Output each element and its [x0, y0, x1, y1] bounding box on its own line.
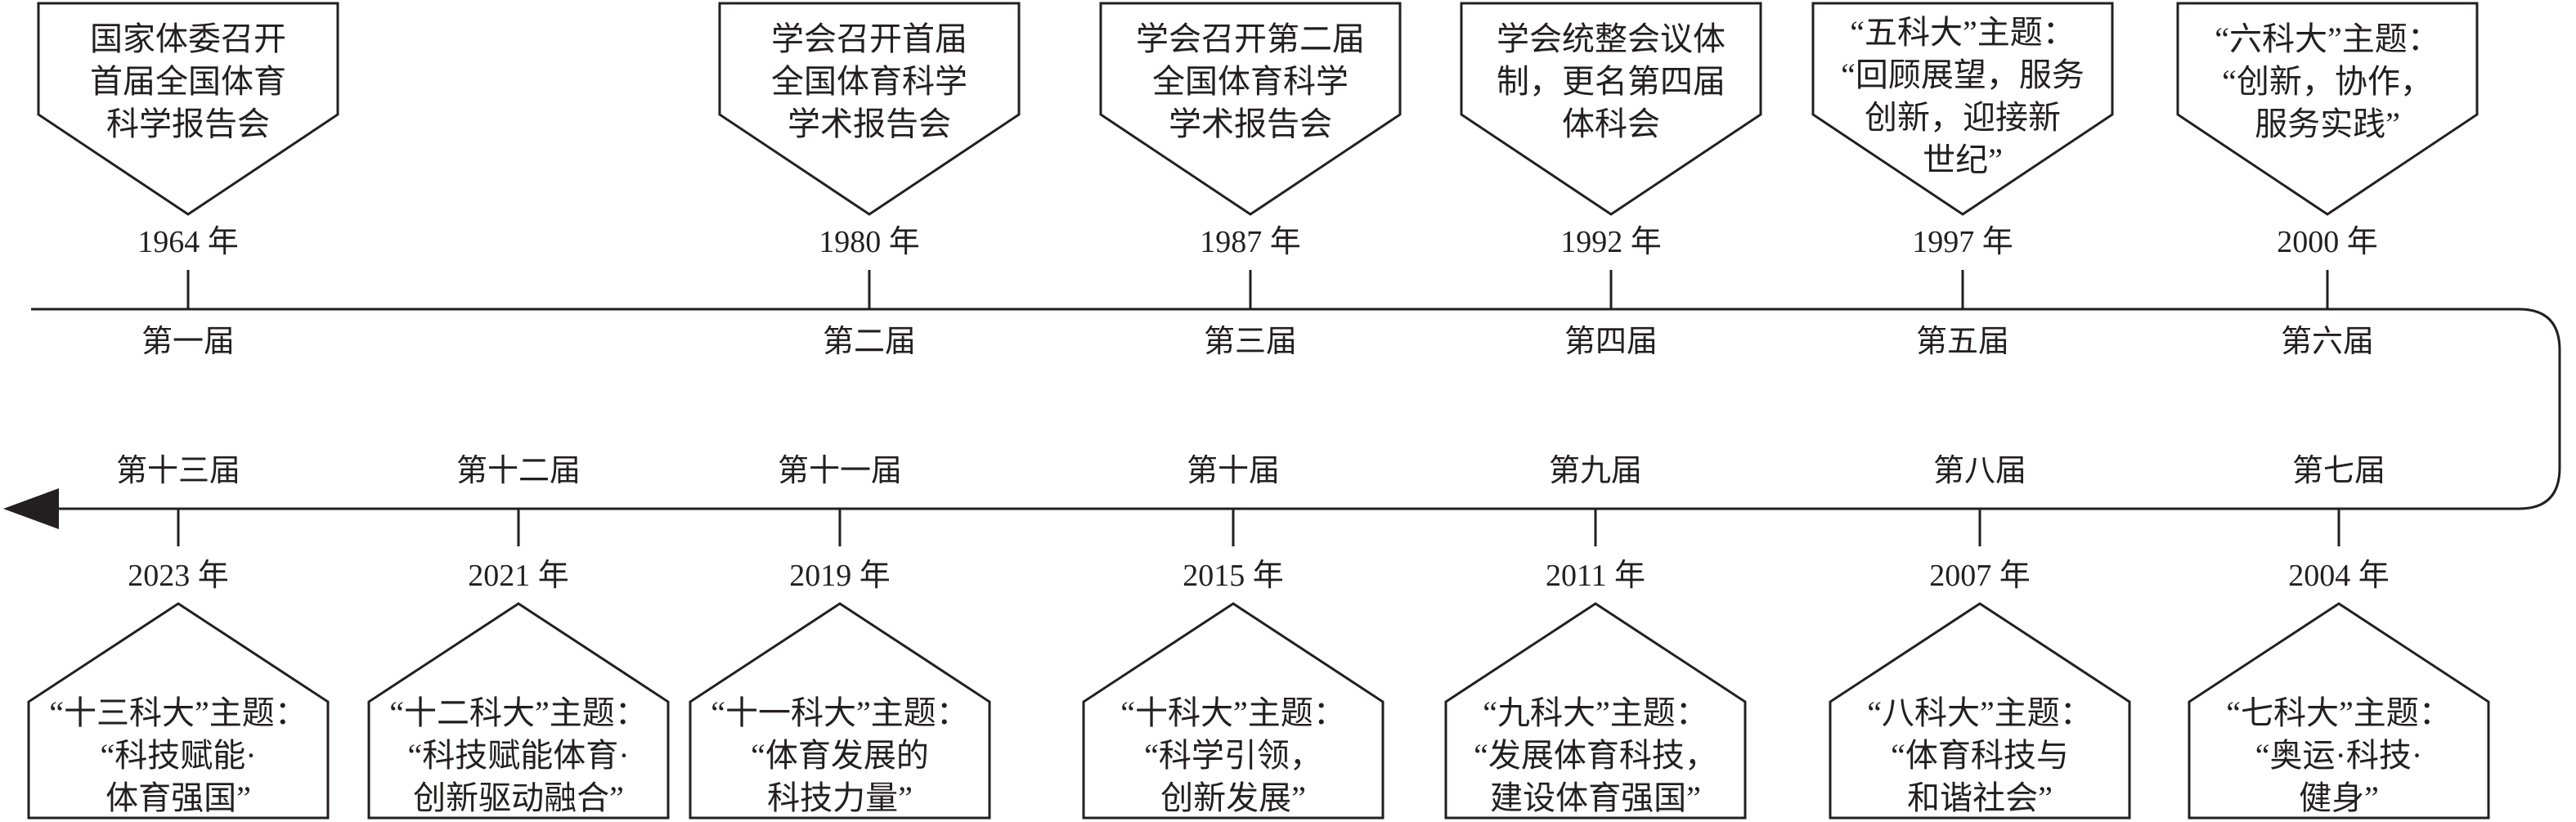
milestone-box-line: “六科大”主题：	[2215, 20, 2440, 57]
timeline-line	[31, 308, 2561, 510]
year-label: 1992 年	[1560, 225, 1662, 259]
edition-label: 第十二届	[456, 454, 581, 488]
milestone-box	[1811, 2, 2114, 216]
milestone-box	[27, 602, 330, 820]
milestone-box-line: 体科会	[1562, 106, 1660, 142]
year-label: 2011 年	[1545, 559, 1646, 593]
milestone-box	[2188, 602, 2490, 820]
year-label: 1980 年	[819, 225, 920, 259]
year-label: 2021 年	[468, 559, 569, 593]
milestone-box-line: 建设体育强国”	[1490, 779, 1701, 816]
year-label: 1997 年	[1912, 225, 2013, 259]
milestone-box-line: 创新，迎接新	[1864, 99, 2061, 136]
milestone-box-line: “七科大”主题：	[2226, 694, 2452, 731]
edition-label: 第六届	[2280, 325, 2375, 359]
milestone-box-line: 学会召开首届	[771, 20, 967, 57]
milestone-box-line: 国家体委召开	[90, 20, 286, 57]
milestone-box-line: “科技赋能·	[100, 737, 257, 774]
milestone-box-line: “创新，协作，	[2222, 63, 2433, 100]
milestone-box-line: “奥运·科技·	[2255, 737, 2423, 774]
milestone-box	[1082, 602, 1384, 820]
milestone-box-line: 学术报告会	[1169, 106, 1332, 142]
milestone-box	[37, 2, 339, 216]
edition-label: 第九届	[1548, 454, 1643, 488]
year-label: 2004 年	[2288, 559, 2390, 593]
milestone-box-line: “十一科大”主题：	[711, 694, 969, 731]
milestone-box	[718, 2, 1021, 216]
edition-label: 第五届	[1915, 325, 2010, 359]
milestone-box-line: “发展体育科技，	[1474, 737, 1717, 774]
milestone-box-text: “十一科大”主题： “体育发展的科技力量”	[711, 692, 969, 820]
milestone-box-text: “十三科大”主题： “科技赋能· 体育强国”	[49, 692, 307, 820]
milestone-box-line: 科学报告会	[106, 106, 270, 142]
milestone-box-line: 学术报告会	[788, 106, 951, 142]
year-label: 1987 年	[1200, 225, 1301, 259]
edition-label: 第四届	[1564, 325, 1658, 359]
milestone-box	[1099, 2, 1402, 216]
year-label: 1964 年	[137, 225, 239, 259]
year-label: 2000 年	[2277, 225, 2378, 259]
edition-label: 第十届	[1186, 454, 1281, 488]
edition-label: 第十三届	[115, 454, 241, 488]
year-label: 2007 年	[1929, 559, 2031, 593]
milestone-box	[1829, 602, 2131, 820]
milestone-box-line: 服务实践”	[2255, 106, 2400, 142]
milestone-box-line: 和谐社会”	[1907, 779, 2053, 816]
milestone-box-line: 体育强国”	[105, 779, 251, 816]
edition-label: 第二届	[822, 325, 917, 359]
milestone-box-line: “体育发展的	[751, 737, 929, 774]
milestone-box-line: 科技力量”	[767, 779, 913, 816]
milestone-box-text: 学会统整会议体制，更名第四届体科会	[1497, 18, 1726, 146]
milestone-box-line: “十三科大”主题：	[49, 694, 307, 731]
milestone-box-line: 世纪”	[1923, 141, 2003, 178]
milestone-box-line: 学会统整会议体	[1497, 20, 1726, 57]
year-label: 2015 年	[1183, 559, 1284, 593]
edition-label: 第七届	[2291, 454, 2386, 488]
edition-label: 第三届	[1203, 325, 1298, 359]
milestone-box-line: 首届全国体育	[90, 63, 286, 100]
milestone-box	[689, 602, 991, 820]
milestone-box	[2176, 2, 2479, 216]
milestone-box-line: “十二科大”主题：	[389, 694, 648, 731]
edition-label: 第十一届	[777, 454, 903, 488]
milestone-box	[1460, 2, 1762, 216]
milestone-box-text: “八科大”主题： “体育科技与和谐社会”	[1867, 692, 2093, 820]
milestone-box-text: “七科大”主题： “奥运·科技· 健身”	[2226, 692, 2452, 820]
timeline-arrowhead	[3, 488, 59, 529]
milestone-box-line: 制，更名第四届	[1497, 63, 1726, 100]
milestone-box-line: “九科大”主题：	[1483, 694, 1708, 731]
milestone-box-line: “体育科技与	[1891, 737, 2069, 774]
milestone-box-line: “八科大”主题：	[1867, 694, 2093, 731]
milestone-box-text: 国家体委召开首届全国体育科学报告会	[90, 18, 286, 146]
milestone-box-text: “六科大”主题： “创新，协作， 服务实践”	[2215, 18, 2440, 146]
year-label: 2019 年	[789, 559, 891, 593]
milestone-box-text: “十二科大”主题： “科技赋能体育· 创新驱动融合”	[389, 692, 648, 820]
milestone-box-line: 全国体育科学	[1152, 63, 1349, 100]
year-label: 2023 年	[128, 559, 229, 593]
milestone-box-line: 创新发展”	[1160, 779, 1306, 816]
milestone-box-text: “五科大”主题： “回顾展望，服务创新，迎接新世纪”	[1841, 11, 2085, 182]
milestone-box-text: “十科大”主题： “科学引领， 创新发展”	[1120, 692, 1346, 820]
milestone-box	[367, 602, 670, 820]
milestone-box-line: “十科大”主题：	[1120, 694, 1346, 731]
milestone-box-line: “科学引领，	[1144, 737, 1322, 774]
edition-label: 第八届	[1932, 454, 2027, 488]
milestone-box-line: 全国体育科学	[771, 63, 967, 100]
milestone-box-line: “五科大”主题：	[1850, 14, 2076, 51]
milestone-box-text: 学会召开首届全国体育科学学术报告会	[771, 18, 967, 146]
milestone-box-line: 创新驱动融合”	[413, 779, 624, 816]
edition-label: 第一届	[141, 325, 236, 359]
milestone-box-line: “回顾展望，服务	[1841, 56, 2085, 93]
milestone-box-line: 学会召开第二届	[1136, 20, 1365, 57]
milestone-box	[1444, 602, 1747, 820]
milestone-box-text: “九科大”主题： “发展体育科技， 建设体育强国”	[1474, 692, 1717, 820]
milestone-box-line: “科技赋能体育·	[407, 737, 630, 774]
milestone-box-line: 健身”	[2299, 779, 2379, 816]
milestone-box-text: 学会召开第二届全国体育科学学术报告会	[1136, 18, 1365, 146]
